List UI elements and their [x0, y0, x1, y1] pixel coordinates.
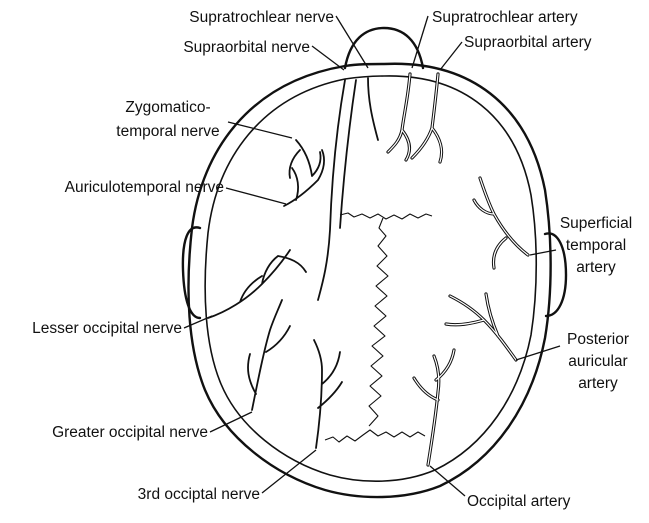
superficial-temporal-artery-path	[474, 178, 528, 268]
label-zygomaticotemporal-nerve-line1: Zygomatico-	[125, 99, 210, 116]
leader-lines	[184, 16, 560, 496]
label-superficial-temporal-artery-line3: artery	[576, 259, 616, 276]
label-supraorbital-artery: Supraorbital artery	[464, 34, 592, 51]
label-greater-occipital-nerve: Greater occipital nerve	[52, 424, 208, 441]
lambdoid-suture	[325, 430, 425, 442]
skull-outer-outline	[188, 64, 550, 497]
supraorbital-nerve-path	[318, 80, 345, 300]
nose-outline	[345, 28, 423, 68]
label-occipital-artery: Occipital artery	[467, 493, 571, 510]
skull-inner-outline	[205, 76, 536, 481]
head-outline	[183, 28, 566, 497]
label-lesser-occipital-nerve: Lesser occipital nerve	[32, 320, 182, 337]
coronal-suture	[340, 213, 432, 219]
label-auriculotemporal-nerve: Auriculotemporal nerve	[65, 179, 224, 196]
supratrochlear-nerve-path	[368, 78, 378, 140]
lesser-occipital-nerve-path	[208, 250, 306, 318]
label-superficial-temporal-artery-line2: temporal	[566, 237, 626, 254]
third-occipital-nerve-path	[314, 340, 342, 448]
label-supratrochlear-artery: Supratrochlear artery	[432, 9, 578, 26]
label-posterior-auricular-artery-line1: Posterior	[567, 331, 629, 348]
posterior-auricular-artery-path	[446, 294, 516, 360]
label-zygomaticotemporal-nerve-line2: temporal nerve	[116, 123, 219, 140]
label-superficial-temporal-artery-line1: Superficial	[560, 215, 632, 232]
labels: Supratrochlear nerve Supraorbital nerve …	[32, 9, 632, 510]
label-posterior-auricular-artery-line2: auricular	[568, 353, 627, 370]
nerves	[208, 78, 378, 448]
label-supraorbital-nerve: Supraorbital nerve	[183, 39, 310, 56]
supratrochlear-artery-path	[388, 74, 410, 160]
supraorbital-nerve-path-2	[340, 80, 356, 228]
sutures	[325, 213, 432, 442]
label-posterior-auricular-artery-line3: artery	[578, 375, 618, 392]
label-third-occipital-nerve: 3rd occiptal nerve	[138, 486, 260, 503]
greater-occipital-nerve-path	[248, 300, 290, 410]
sagittal-suture	[369, 218, 388, 426]
label-supratrochlear-nerve: Supratrochlear nerve	[189, 9, 334, 26]
